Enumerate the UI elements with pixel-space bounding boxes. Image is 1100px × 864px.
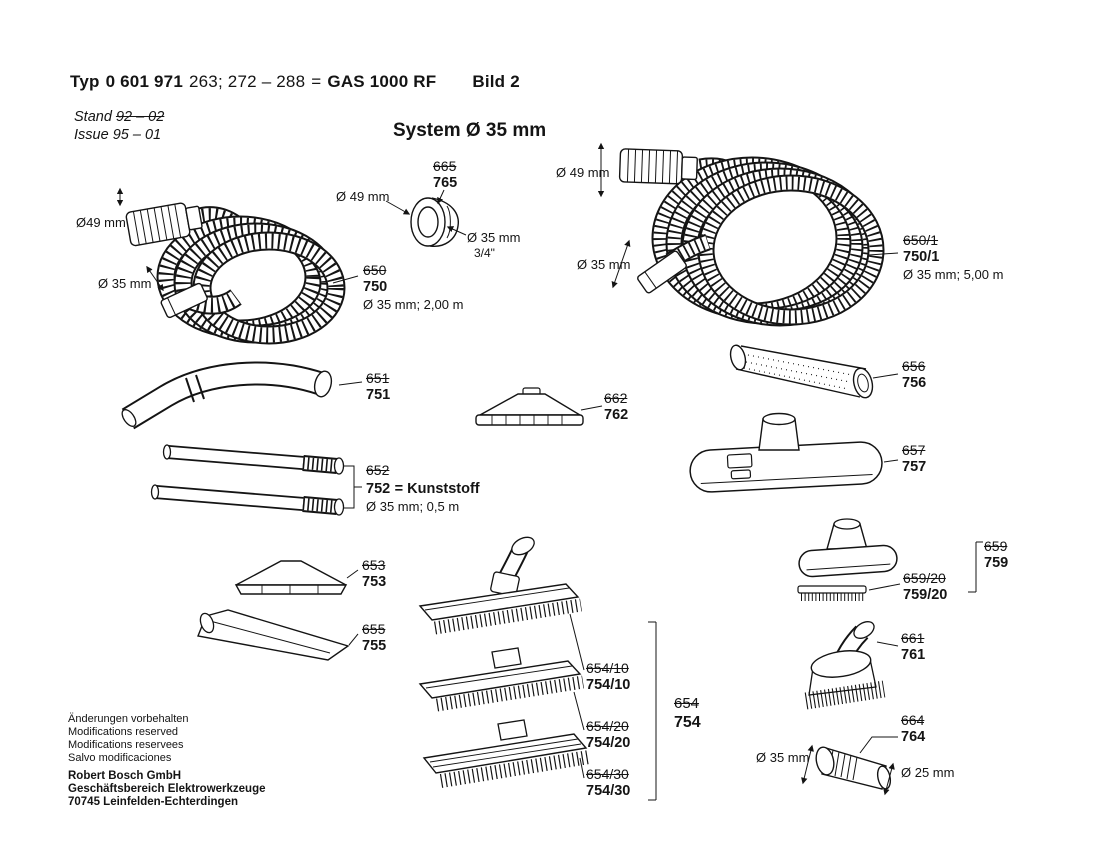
part-label-750: 650 750 Ø 35 mm; 2,00 m [363, 262, 464, 313]
nozzle-762-art [475, 387, 584, 426]
part-label-754-group: 654 754 [674, 695, 701, 731]
footer-line-en: Modifications reserved [68, 726, 179, 738]
typ-number: 0 601 971 [105, 72, 183, 91]
dim-hose5m-d35: Ø 35 mm [577, 257, 631, 272]
footer-line-fr: Modifications reservees [68, 739, 184, 751]
dim-adapter765-d49: Ø 49 mm [336, 189, 390, 204]
equals-sign: = [311, 72, 322, 91]
hose-2m-art [125, 202, 336, 335]
part-label-750-1: 650/1 750/1 Ø 35 mm; 5,00 m [903, 232, 1004, 283]
hose-5m-art [618, 148, 876, 318]
part-label-761: 661 761 [901, 630, 926, 663]
part-label-757: 657 757 [902, 442, 927, 475]
part-752-new-row: 752 = Kunststoff [366, 480, 480, 497]
typ-variants: 263; 272 – 288 [189, 72, 306, 91]
tube-756-art [729, 344, 874, 399]
dim-adapter765-34inch: 3/4" [474, 246, 495, 260]
hose-5m-sleeve [637, 250, 687, 294]
part-label-754-30: 654/30 754/30 [586, 766, 631, 799]
adapter-765-art [410, 197, 459, 247]
extension-tubes-752-art [152, 444, 344, 516]
nozzle-755-art [197, 609, 350, 661]
stand-row: Stand 92 – 02 [74, 108, 164, 126]
issue-row: Issue 95 – 01 [74, 126, 164, 144]
hose-2m-cuff [125, 202, 203, 247]
hose-5m-cuff [618, 148, 698, 185]
hose-2m-sleeve [160, 282, 208, 319]
dim-adapter764-d25: Ø 25 mm [901, 765, 955, 780]
dim-hose5m-d49: Ø 49 mm [556, 165, 610, 180]
typ-label: Typ [70, 72, 100, 91]
dim-hose2m-d49: Ø49 mm [76, 215, 126, 230]
stand-label: Stand [74, 109, 112, 125]
part-label-756: 656 756 [902, 358, 927, 391]
dim-hose2m-d35: Ø 35 mm [98, 276, 152, 291]
footer-line-de: Änderungen vorbehalten [68, 713, 189, 725]
part-label-754-20: 654/20 754/20 [586, 718, 631, 751]
system-title: System Ø 35 mm [393, 120, 547, 141]
part-label-759: 659 759 [984, 538, 1009, 571]
revision-block: Stand 92 – 02 Issue 95 – 01 [74, 108, 164, 144]
part-label-759-20: 659/20 759/20 [903, 570, 948, 603]
leader-lines [116, 142, 983, 801]
issue-value: 95 – 01 [112, 127, 162, 144]
part-label-764: 664 764 [901, 712, 926, 745]
round-brush-761-art [804, 621, 886, 710]
adapter-764-art [815, 746, 892, 790]
stand-value: 92 – 02 [115, 109, 165, 125]
footer-division: Geschäftsbereich Elektrowerkzeuge [68, 783, 266, 795]
nozzle-753-art [234, 560, 348, 595]
floor-brush-754-30-art [422, 719, 591, 788]
part-label-752: 652 752 = Kunststoff Ø 35 mm; 0,5 m [366, 462, 480, 515]
brush-strip-759-20-art [797, 585, 867, 601]
part-label-765: 665 765 [433, 158, 458, 191]
footer-line-es: Salvo modificaciones [68, 752, 172, 764]
floor-brush-754-10-art [418, 536, 583, 635]
bent-tube-751-art [119, 369, 333, 428]
part-label-762: 662 762 [604, 390, 629, 423]
part-label-751: 651 751 [366, 370, 391, 403]
footer-company-block: Robert Bosch GmbH Geschäftsbereich Elekt… [68, 770, 266, 809]
issue-label: Issue [74, 127, 109, 144]
part-label-755: 655 755 [362, 621, 387, 654]
dim-adapter765-d35: Ø 35 mm [467, 230, 521, 245]
title-line: Typ 0 601 971 263; 272 – 288 = GAS 1000 RF Bi… [70, 72, 526, 92]
dim-adapter764-d35: Ø 35 mm [756, 750, 810, 765]
figure-label: Bild 2 [472, 72, 520, 91]
floor-brush-754-20-art [418, 647, 585, 712]
floor-nozzle-757-art [689, 412, 883, 493]
part-label-754-10: 654/10 754/10 [586, 660, 631, 693]
footer-address: 70745 Leinfelden-Echterdingen [68, 796, 238, 808]
nozzle-759-art [798, 518, 898, 578]
part-label-753: 653 753 [362, 557, 387, 590]
footer-company: Robert Bosch GmbH [68, 770, 182, 782]
model-name: GAS 1000 RF [327, 72, 437, 91]
footer-block: Änderungen vorbehalten Modifications res… [68, 713, 266, 809]
